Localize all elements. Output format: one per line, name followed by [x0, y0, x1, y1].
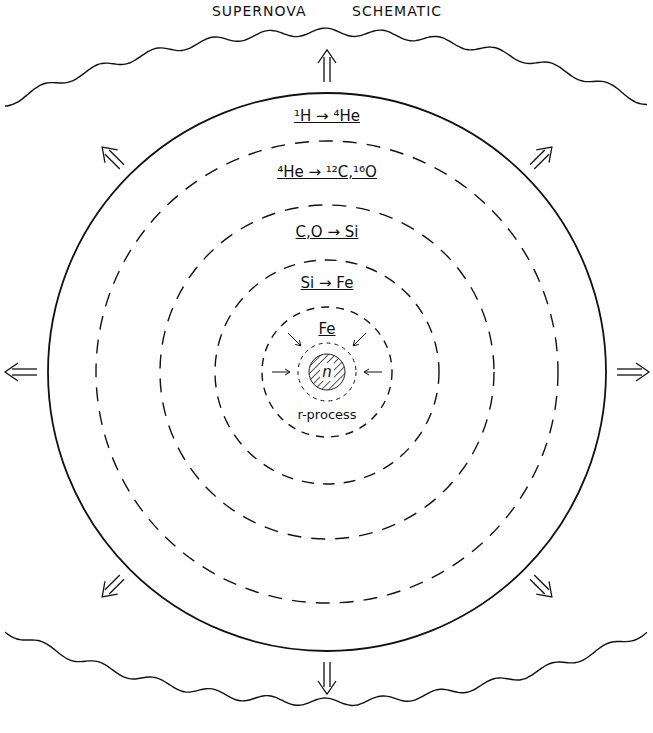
hatched-core — [309, 354, 345, 390]
arrow-stroke — [329, 662, 330, 687]
arrow-stroke — [536, 147, 552, 163]
expansion-arrow — [617, 363, 649, 381]
burning-shell: n Fe r-process — [261, 306, 393, 438]
arrow-stroke — [12, 374, 37, 375]
arrow-stroke — [353, 340, 359, 346]
expansion-arrow — [102, 147, 124, 169]
neutron-core: n — [308, 353, 346, 391]
arrow-stroke — [102, 147, 118, 163]
blast-wave — [5, 632, 647, 705]
arrow-stroke — [530, 150, 545, 165]
collapse-arrow — [288, 333, 301, 346]
reaction-label: ¹H → ⁴He — [294, 107, 360, 125]
arrow-stroke — [353, 333, 366, 346]
arrow-stroke — [530, 579, 545, 594]
expansion-arrow — [318, 50, 336, 82]
core-label: n — [320, 363, 334, 381]
collapse-arrow — [364, 369, 382, 375]
arrow-stroke — [109, 579, 124, 594]
stellar-surface — [48, 93, 606, 651]
arrow-stroke — [105, 154, 120, 169]
reaction-label: Si → Fe — [301, 274, 354, 292]
expansion-arrow — [530, 147, 552, 169]
arrow-stroke — [318, 681, 336, 694]
arrow-stroke — [318, 50, 336, 63]
burning-shell: n Fe r-process Si → Fe C,O → Si ⁴He → ¹²C,¹⁶O… — [47, 92, 607, 652]
arrow-stroke — [617, 368, 642, 369]
expansion-arrow — [5, 363, 37, 381]
expansion-arrow — [102, 575, 124, 597]
reaction-label: Fe — [318, 320, 335, 338]
diagram-title: SUPERNOVA SCHEMATIC — [212, 3, 442, 20]
arrow-stroke — [323, 662, 324, 687]
arrow-stroke — [12, 368, 37, 369]
expansion-arrow — [318, 662, 336, 694]
arrow-stroke — [109, 150, 124, 165]
dashed-shell — [96, 141, 558, 603]
expansion-arrow — [530, 575, 552, 597]
arrow-stroke — [5, 363, 18, 381]
burning-shell: n Fe r-process Si → Fe — [214, 259, 440, 485]
arrow-stroke — [323, 57, 324, 82]
collapse-arrow — [272, 369, 290, 375]
arrow-stroke — [295, 340, 301, 346]
arrow-stroke — [534, 154, 549, 169]
dashed-shell — [160, 205, 494, 539]
core-ring — [298, 343, 356, 401]
dashed-shell — [262, 307, 392, 437]
collapse-arrow — [353, 333, 366, 346]
arrow-stroke — [617, 374, 642, 375]
arrow-stroke — [285, 369, 290, 375]
arrow-stroke — [636, 363, 649, 381]
burning-shell: n Fe r-process Si → Fe C,O → Si ⁴He → ¹²C,¹⁶O — [95, 140, 559, 604]
arrow-stroke — [364, 369, 369, 375]
arrow-stroke — [534, 575, 549, 590]
reaction-label: ⁴He → ¹²C,¹⁶O — [277, 163, 377, 181]
arrow-stroke — [288, 333, 301, 346]
arrow-stroke — [364, 372, 382, 373]
burning-shell: n Fe r-process Si → Fe C,O → Si — [159, 204, 495, 540]
arrow-stroke — [102, 581, 118, 597]
arrow-stroke — [105, 575, 120, 590]
arrow-stroke — [272, 372, 290, 373]
blast-wave — [5, 28, 647, 106]
arrow-stroke — [536, 581, 552, 597]
reaction-label: C,O → Si — [296, 223, 359, 241]
process-label: r-process — [297, 406, 356, 424]
arrow-stroke — [329, 57, 330, 82]
dashed-shell — [215, 260, 439, 484]
